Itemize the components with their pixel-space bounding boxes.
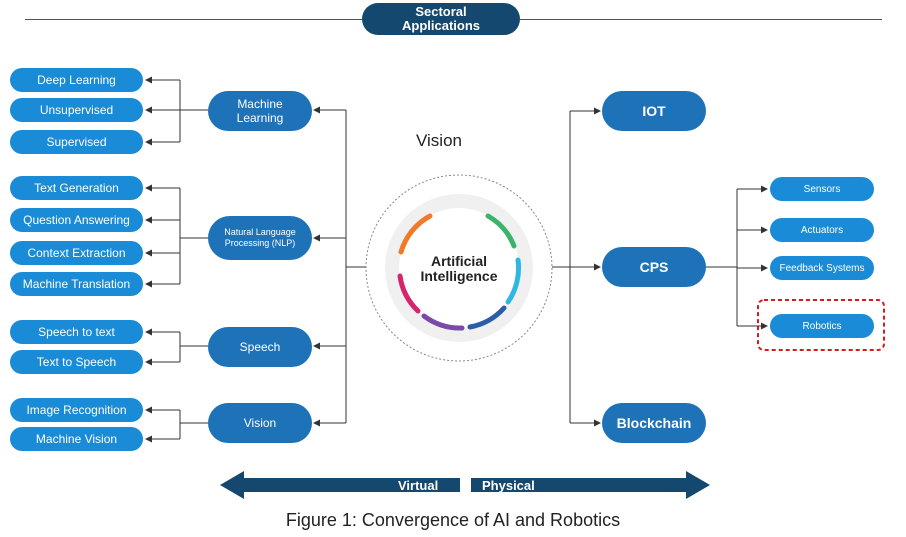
node-speech: Speech	[208, 327, 312, 367]
center-color-arc	[397, 213, 522, 331]
item-image-recognition: Image Recognition	[10, 398, 143, 422]
item-unsupervised: Unsupervised	[10, 98, 143, 122]
item-robotics: Robotics	[770, 314, 874, 338]
item-machine-vision: Machine Vision	[10, 427, 143, 451]
header-rule-right	[520, 19, 882, 20]
center-line2: Intelligence	[420, 268, 498, 284]
header-line1: Sectoral	[415, 4, 467, 19]
nlp-line1: Natural Language	[224, 227, 296, 237]
header-line2: Applications	[401, 18, 480, 33]
item-supervised: Supervised	[10, 130, 143, 154]
arrow-label-virtual: Virtual	[398, 478, 439, 493]
center-line1: Artificial	[430, 253, 487, 269]
node-blockchain: Blockchain	[602, 403, 706, 443]
item-feedback-systems: Feedback Systems	[770, 256, 874, 280]
robotics-highlight-box	[757, 299, 885, 351]
virtual-arrow	[220, 471, 460, 499]
item-deep-learning: Deep Learning	[10, 68, 143, 92]
center-ai-label: Artificial Intelligence	[399, 254, 519, 284]
node-vision: Vision	[208, 403, 312, 443]
item-question-answering: Question Answering	[10, 208, 143, 232]
physical-arrow	[471, 471, 710, 499]
node-nlp: Natural Language Processing (NLP)	[208, 216, 312, 260]
header-rule-left	[25, 19, 362, 20]
item-text-to-speech: Text to Speech	[10, 350, 143, 374]
item-actuators: Actuators	[770, 218, 874, 242]
ml-line2: Learning	[236, 111, 284, 125]
item-speech-to-text: Speech to text	[10, 320, 143, 344]
vision-label: Vision	[416, 131, 462, 150]
figure-caption: Figure 1: Convergence of AI and Robotics	[285, 510, 621, 530]
sectoral-applications-header: Sectoral Applications	[362, 3, 520, 35]
arrow-label-physical: Physical	[482, 478, 535, 493]
node-cps: CPS	[602, 247, 706, 287]
item-machine-translation: Machine Translation	[10, 272, 143, 296]
item-sensors: Sensors	[770, 177, 874, 201]
nlp-line2: Processing (NLP)	[224, 238, 296, 248]
item-text-generation: Text Generation	[10, 176, 143, 200]
ml-line1: Machine	[237, 97, 283, 111]
node-iot: IOT	[602, 91, 706, 131]
item-context-extraction: Context Extraction	[10, 241, 143, 265]
node-machine-learning: Machine Learning	[208, 91, 312, 131]
